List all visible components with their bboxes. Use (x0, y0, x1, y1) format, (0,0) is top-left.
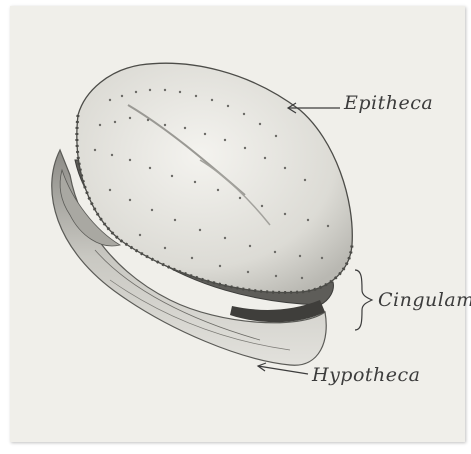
label-epitheca: Epitheca (344, 92, 433, 114)
label-cingulum: Cingulam (378, 289, 471, 311)
cingulum-bracket (355, 270, 372, 330)
epitheca-shell (77, 63, 352, 292)
label-hypotheca: Hypotheca (312, 364, 421, 386)
